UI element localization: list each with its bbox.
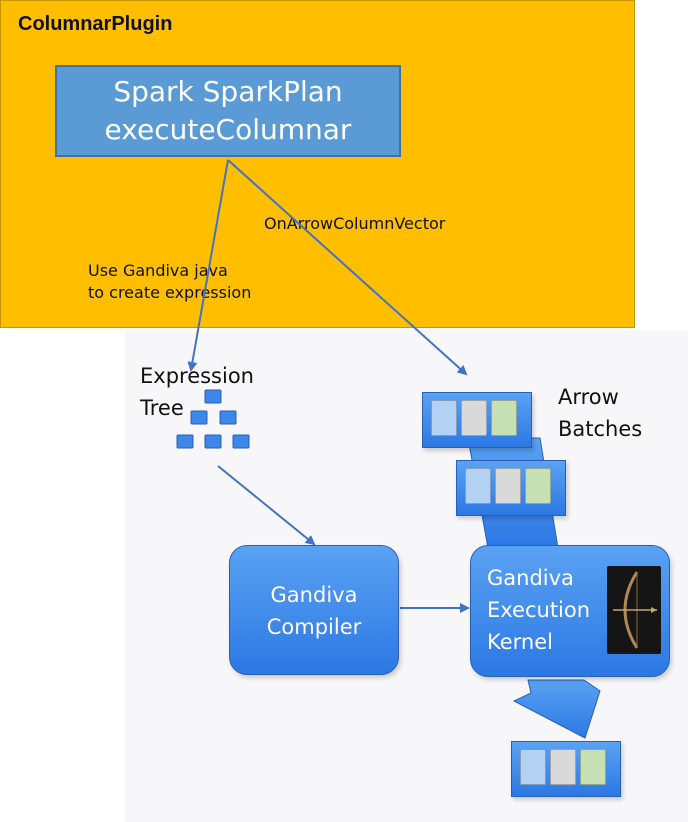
arrow-to-expression-tree — [187, 159, 229, 372]
arrow-tree-to-compiler — [217, 465, 316, 546]
plugin-title: ColumnarPlugin — [18, 13, 173, 35]
batch-cell — [491, 400, 517, 436]
batch-cell — [465, 468, 491, 504]
batch-cell — [580, 749, 606, 785]
arrow-batch-middle — [456, 460, 566, 516]
spark-box-line2: executeColumnar — [104, 113, 352, 146]
arrow-batch-top — [422, 392, 532, 448]
vector-edge-label: OnArrowColumnVector — [264, 214, 446, 233]
compiler-line2: Compiler — [266, 615, 362, 639]
batch-cell — [461, 400, 487, 436]
spark-box-line1: Spark SparkPlan — [113, 75, 343, 108]
columnar-plugin-box: ColumnarPlugin — [0, 0, 635, 328]
kernel-line1: Gandiva — [487, 566, 574, 590]
batch-cell — [495, 468, 521, 504]
expression-edge-label-line2: to create expression — [88, 283, 252, 302]
gandiva-compiler-box: Gandiva Compiler — [229, 545, 399, 675]
expression-tree-label-line2: Tree — [140, 396, 184, 420]
compiler-line1: Gandiva — [270, 583, 358, 607]
batch-cell — [520, 749, 546, 785]
arrow-to-arrow-batches — [227, 159, 468, 376]
expression-edge-label-line1: Use Gandiva java — [88, 261, 228, 280]
arrow-batches-label: Arrow Batches — [558, 381, 642, 445]
batch-cell — [431, 400, 457, 436]
batch-cell — [525, 468, 551, 504]
bow-and-arrow-icon — [607, 566, 661, 654]
kernel-line3: Kernel — [487, 630, 553, 654]
expression-tree-icon — [176, 389, 250, 449]
arrow-batch-output — [511, 741, 621, 797]
flow-arrow-kernel-to-output — [512, 679, 601, 739]
expression-edge-label: Use Gandiva java to create expression — [88, 260, 251, 304]
batch-cell — [550, 749, 576, 785]
kernel-line2: Execution — [487, 598, 591, 622]
expression-tree-label: Expression Tree — [140, 360, 254, 424]
arrow-batches-label-line2: Batches — [558, 417, 643, 441]
spark-plan-box: Spark SparkPlan executeColumnar — [55, 65, 401, 157]
arrow-batches-label-line1: Arrow — [558, 385, 619, 409]
